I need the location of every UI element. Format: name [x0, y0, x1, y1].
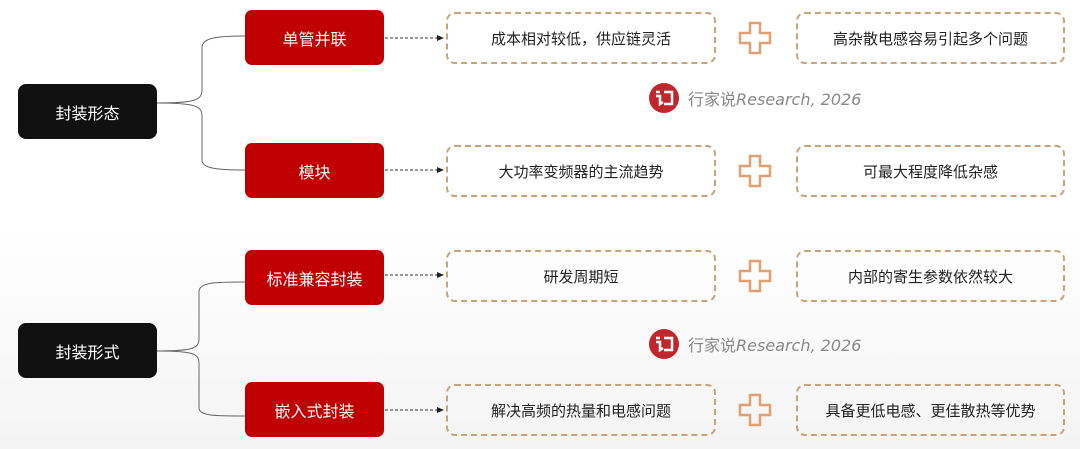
disadvantage-box: 内部的寄生参数依然较大: [796, 250, 1065, 302]
advantage-box: 研发周期短: [446, 250, 716, 302]
watermark-en: Research, 2026: [736, 90, 862, 109]
category-node: 单管并联: [245, 10, 384, 65]
advantage-box: 解决高频的热量和电感问题: [446, 384, 716, 436]
disadvantage-box: 高杂散电感容易引起多个问题: [796, 12, 1065, 64]
category-node: 标准兼容封装: [245, 250, 384, 305]
disadvantage-box: 可最大程度降低杂感: [796, 145, 1065, 197]
plus-icon: [738, 393, 772, 427]
root-node-packaging-type: 封装形式: [18, 323, 157, 378]
root-node-packaging-form: 封装形态: [18, 84, 157, 139]
disadvantage-box: 具备更低电感、更佳散热等优势: [796, 384, 1065, 436]
watermark-cn: 行家说: [688, 90, 737, 109]
logo-icon: [649, 83, 679, 113]
watermark-cn: 行家说: [688, 336, 737, 355]
watermark-en: Research, 2026: [736, 336, 862, 355]
logo-icon: [649, 329, 679, 359]
plus-icon: [738, 21, 772, 55]
watermark: 行家说Research, 2026: [648, 328, 861, 360]
category-node: 嵌入式封装: [245, 382, 384, 437]
advantage-box: 大功率变频器的主流趋势: [446, 145, 716, 197]
advantage-box: 成本相对较低，供应链灵活: [446, 12, 716, 64]
plus-icon: [738, 259, 772, 293]
plus-icon: [738, 154, 772, 188]
category-node: 模块: [245, 143, 384, 198]
watermark: 行家说Research, 2026: [648, 82, 861, 114]
